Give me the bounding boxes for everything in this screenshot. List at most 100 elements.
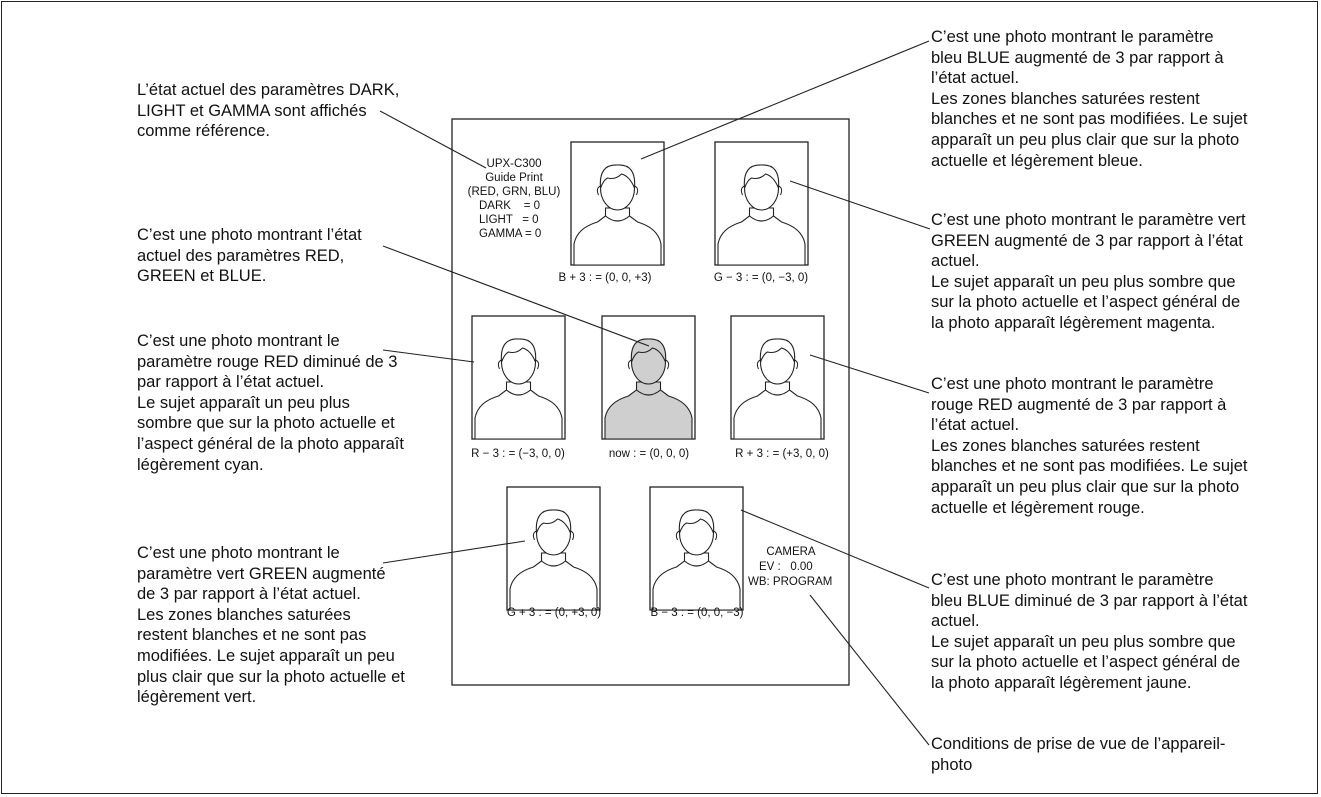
- note-line: Le sujet apparaît un peu plus sombre que: [931, 272, 1236, 291]
- note-line: C’est une photo montrant le paramètre: [931, 28, 1214, 46]
- portrait-collar: [684, 560, 709, 567]
- note-line: l’aspect général de la photo apparaît: [137, 434, 404, 453]
- sheet-header-line: (RED, GRN, BLU): [468, 186, 561, 198]
- note-line: LIGHT et GAMMA sont affichés: [137, 101, 367, 120]
- note-line: paramètre rouge RED diminué de 3: [137, 352, 398, 371]
- note-line: la photo apparaît légèrement jaune.: [931, 673, 1192, 692]
- note-line: restent blanches et ne sont pas: [137, 626, 367, 645]
- note-line: par rapport à l’état actuel.: [137, 373, 325, 392]
- note-line: bleu BLUE diminué de 3 par rapport à l’é…: [931, 591, 1248, 610]
- sheet-header-line: UPX-C300: [487, 158, 542, 170]
- portrait-ear: [634, 185, 639, 196]
- portrait-collar: [506, 389, 531, 396]
- leader-lines: [379, 40, 931, 746]
- portrait-hair: [743, 164, 780, 189]
- portrait-collar: [605, 215, 630, 222]
- photo-caption: R − 3 : = (−3, 0, 0): [471, 448, 565, 460]
- photo-caption: G − 3 : = (0, −3, 0): [714, 272, 808, 284]
- camera-info: CAMERA EV : 0.00 WB: PROGRAM: [748, 546, 832, 588]
- note-line: actuel.: [931, 612, 980, 631]
- portrait-hair: [500, 338, 537, 363]
- portrait-ear: [756, 359, 761, 370]
- note-line: l’état actuel.: [931, 416, 1020, 435]
- sheet-header-line: LIGHT = 0: [479, 214, 539, 226]
- note-blue-plus: C’est une photo montrant le paramètre bl…: [931, 27, 1311, 171]
- portrait-body: [474, 381, 563, 440]
- portrait-ear: [497, 359, 502, 370]
- note-line: Les zones blanches saturées restent: [931, 436, 1200, 455]
- note-line: comme référence.: [137, 122, 270, 141]
- portrait-ear: [740, 185, 745, 196]
- portrait-body: [573, 207, 662, 266]
- leader-line: [740, 509, 930, 589]
- portrait-ear: [675, 530, 680, 541]
- note-line: Les zones blanches saturées: [137, 605, 351, 624]
- photo-red-minus: [471, 315, 566, 440]
- note-line: C’est une photo montrant le paramètre: [931, 571, 1214, 589]
- portrait-ear: [665, 359, 670, 370]
- sheet-header-line: GAMMA = 0: [479, 228, 541, 240]
- note-current-rgb: C’est une photo montrant l’état actuel d…: [137, 225, 407, 287]
- note-line: Conditions de prise de vue de l’appareil…: [931, 735, 1226, 753]
- portrait-body: [717, 207, 806, 266]
- sheet-header: UPX-C300 Guide Print (RED, GRN, BLU) DAR…: [468, 158, 561, 240]
- photo-caption: B + 3 : = (0, 0, +3): [558, 272, 651, 284]
- portrait-collar: [541, 560, 566, 567]
- portrait-ear: [532, 530, 537, 541]
- sheet-header-line: Guide Print: [485, 172, 543, 184]
- photo-caption: B − 3 : = (0, 0, −3): [650, 607, 743, 619]
- note-line: actuelle et légèrement rouge.: [931, 498, 1145, 517]
- note-line: la photo apparaît légèrement magenta.: [931, 313, 1216, 332]
- portrait-ear: [535, 359, 540, 370]
- note-line: apparaît un peu plus clair que sur la ph…: [931, 130, 1240, 149]
- note-line: bleu BLUE augmenté de 3 par rapport à: [931, 48, 1224, 67]
- note-line: l’état actuel.: [931, 69, 1020, 88]
- portrait-hair: [678, 509, 715, 534]
- photo-red-plus: [730, 315, 825, 440]
- note-line: C’est une photo montrant l’état: [137, 226, 362, 244]
- camera-info-line: CAMERA: [766, 546, 816, 558]
- portrait-ear: [570, 530, 575, 541]
- portrait-ear: [794, 359, 799, 370]
- portrait-hair: [599, 164, 636, 189]
- portrait-collar: [749, 215, 774, 222]
- note-line: légèrement vert.: [137, 688, 257, 707]
- note-line: C’est une photo montrant le paramètre: [931, 375, 1214, 393]
- photo-blue-minus: [649, 486, 744, 611]
- photo-green-plus: [506, 486, 601, 611]
- note-line: blanches et ne sont pas modifiées. Le su…: [931, 457, 1248, 476]
- note-line: C’est une photo montrant le: [137, 332, 340, 350]
- note-blue-minus: C’est une photo montrant le paramètre bl…: [931, 570, 1311, 694]
- portrait-body: [733, 381, 822, 440]
- note-line: sombre que sur la photo actuelle et: [137, 414, 395, 433]
- note-line: actuel des paramètres RED,: [137, 246, 345, 265]
- note-line: plus clair que sur la photo actuelle et: [137, 667, 405, 686]
- portrait-ear: [627, 359, 632, 370]
- note-line: Les zones blanches saturées restent: [931, 89, 1200, 108]
- note-line: paramètre vert GREEN augmenté: [137, 564, 386, 583]
- note-red-plus: C’est une photo montrant le paramètre ro…: [931, 374, 1311, 518]
- camera-info-line: EV : 0.00: [759, 561, 813, 573]
- leader-line: [382, 349, 475, 363]
- leader-line: [640, 40, 930, 160]
- note-line: actuelle et légèrement bleue.: [931, 151, 1143, 170]
- note-line: Le sujet apparaît un peu plus: [137, 393, 350, 412]
- portrait-collar: [765, 389, 790, 396]
- note-line: photo: [931, 755, 973, 774]
- leader-line: [379, 110, 487, 169]
- note-line: sur la photo actuelle et l’aspect généra…: [931, 293, 1241, 312]
- portrait-body: [604, 381, 693, 440]
- note-line: rouge RED augmenté de 3 par rapport à: [931, 395, 1227, 414]
- portrait-collar: [636, 389, 661, 396]
- note-line: C’est une photo montrant le: [137, 544, 340, 562]
- note-line: blanches et ne sont pas modifiées. Le su…: [931, 110, 1248, 129]
- leader-line: [382, 540, 526, 564]
- photo-blue-plus: [570, 141, 665, 266]
- leader-line: [382, 245, 650, 347]
- portrait-body: [509, 552, 598, 611]
- leader-line: [789, 180, 931, 230]
- note-line: de 3 par rapport à l’état actuel.: [137, 585, 361, 604]
- guide-sheet: [451, 118, 850, 686]
